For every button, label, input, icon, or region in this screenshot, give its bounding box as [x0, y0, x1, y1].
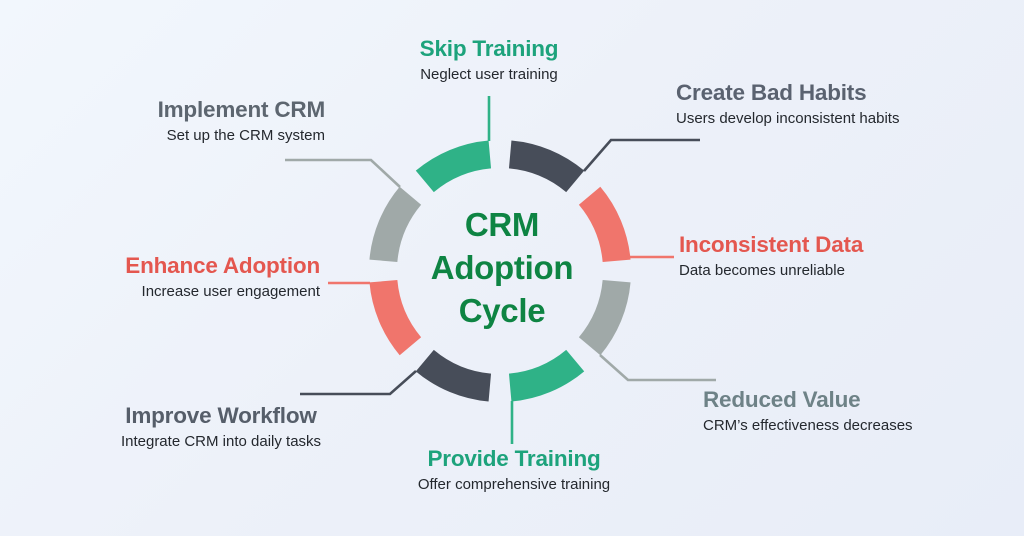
center-title-line-3: Cycle — [458, 292, 546, 329]
callout-title: Skip Training — [419, 36, 559, 61]
callout-create-bad-habits: Create Bad Habits Users develop inconsis… — [676, 80, 1006, 127]
segment-arc-provide-training — [508, 349, 585, 402]
segment-arc-reduced-value — [578, 279, 631, 356]
segment-arc-implement-crm — [369, 186, 422, 263]
callout-improve-workflow: Improve Workflow Integrate CRM into dail… — [71, 403, 371, 450]
callout-description: Neglect user training — [420, 65, 558, 83]
connector-line-implement-crm — [285, 158, 401, 188]
connector-line-improve-workflow — [300, 370, 417, 396]
callout-description: Offer comprehensive training — [417, 475, 611, 493]
callout-description: Users develop inconsistent habits — [676, 109, 900, 127]
connector-line-reduced-value — [599, 354, 716, 382]
callout-title: Provide Training — [427, 446, 601, 471]
callout-reduced-value: Reduced Value CRM’s effectiveness decrea… — [703, 387, 1003, 434]
connector-line-create-bad-habits — [583, 138, 700, 172]
center-title: CRM Adoption Cycle — [352, 203, 652, 332]
callout-title: Enhance Adoption — [125, 253, 320, 278]
callout-inconsistent-data: Inconsistent Data Data becomes unreliabl… — [679, 232, 979, 279]
segment-arc-enhance-adoption — [369, 279, 422, 356]
segment-arc-create-bad-habits — [508, 140, 585, 193]
callout-title: Implement CRM — [157, 97, 326, 122]
center-title-line-2: Adoption — [430, 249, 574, 286]
callout-description: CRM’s effectiveness decreases — [703, 416, 913, 434]
callout-description: Integrate CRM into daily tasks — [120, 432, 322, 450]
segment-arc-inconsistent-data — [578, 186, 631, 263]
callout-title: Reduced Value — [703, 387, 861, 412]
callout-provide-training: Provide Training Offer comprehensive tra… — [364, 446, 664, 493]
callout-description: Set up the CRM system — [166, 126, 325, 144]
callout-title: Inconsistent Data — [679, 232, 864, 257]
callout-description: Data becomes unreliable — [679, 261, 845, 279]
callout-skip-training: Skip Training Neglect user training — [339, 36, 639, 83]
center-title-line-1: CRM — [464, 206, 540, 243]
callout-title: Improve Workflow — [125, 403, 317, 428]
callout-description: Increase user engagement — [141, 282, 320, 300]
segment-arc-improve-workflow — [415, 349, 492, 402]
callout-title: Create Bad Habits — [676, 80, 867, 105]
segment-arc-skip-training — [415, 140, 492, 193]
callout-enhance-adoption: Enhance Adoption Increase user engagemen… — [18, 253, 320, 300]
callout-implement-crm: Implement CRM Set up the CRM system — [25, 97, 326, 144]
